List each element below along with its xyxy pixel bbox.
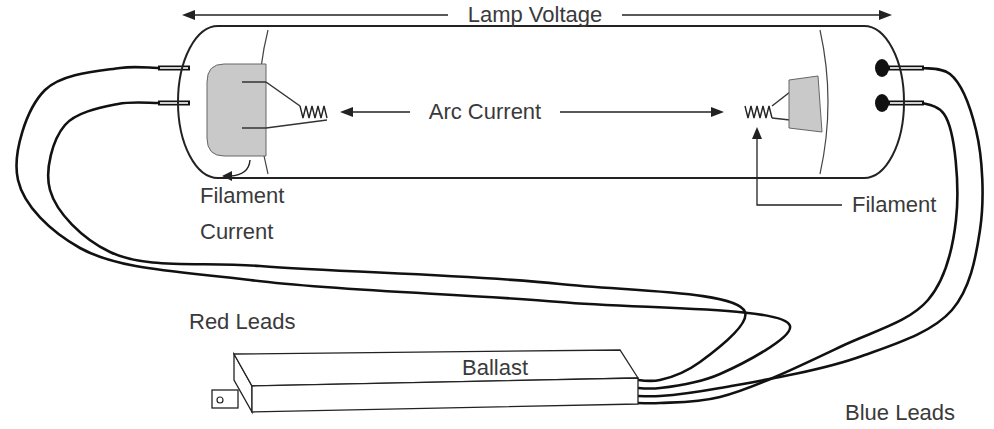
dimension-label: Lamp Voltage bbox=[468, 3, 603, 27]
arrow-head bbox=[340, 107, 353, 117]
node-label: Ballast bbox=[462, 356, 528, 380]
lead-in-wire bbox=[242, 127, 266, 129]
lead-pair bbox=[17, 67, 791, 388]
ballast-box: Ballast bbox=[228, 350, 638, 412]
leader-line bbox=[757, 138, 842, 205]
current-arrow bbox=[230, 160, 250, 176]
lead-in-wire bbox=[266, 120, 327, 128]
arc-arrow bbox=[350, 111, 410, 113]
filament-coil bbox=[300, 106, 327, 118]
node-outline bbox=[228, 350, 638, 412]
arrow-head bbox=[711, 107, 724, 117]
lead-wire bbox=[638, 68, 983, 397]
mounting-hole bbox=[217, 397, 223, 403]
end-cap-seam bbox=[820, 30, 828, 174]
lead-label: Red Leads bbox=[186, 310, 298, 334]
filament-coil bbox=[745, 106, 772, 118]
lead-wire bbox=[48, 102, 745, 380]
lamp-pin-highlight bbox=[160, 67, 188, 69]
lamp-pin-highlight bbox=[160, 102, 188, 104]
mounting-tab bbox=[212, 390, 238, 408]
lead-in-wire bbox=[266, 82, 300, 106]
lamp-pin bbox=[158, 66, 190, 71]
lead-in-wire bbox=[242, 81, 266, 83]
lamp-pin-highlight bbox=[890, 67, 922, 69]
lead-pair bbox=[638, 68, 983, 404]
arrow-head bbox=[222, 171, 232, 181]
pin-socket bbox=[875, 94, 889, 112]
callout-label: Filament bbox=[852, 193, 936, 217]
lamp-tube: Arc Current bbox=[178, 26, 904, 178]
lead-label: Blue Leads bbox=[842, 401, 958, 425]
lamp-pin bbox=[158, 101, 190, 106]
pin-socket bbox=[875, 59, 889, 77]
lead-wire bbox=[638, 102, 957, 403]
arrow-head bbox=[182, 10, 195, 20]
lamp-pin bbox=[884, 66, 924, 71]
filament-base bbox=[789, 76, 822, 132]
arrow-head bbox=[879, 10, 892, 20]
node-label: Arc Current bbox=[429, 100, 541, 124]
lead-wire bbox=[17, 67, 791, 388]
lamp-pin-highlight bbox=[890, 102, 922, 104]
ballast-front bbox=[252, 378, 638, 412]
callout-label: Filament Current bbox=[200, 178, 318, 250]
tube-outline bbox=[178, 26, 904, 178]
arc-arrow bbox=[560, 111, 714, 113]
lead-in-wire bbox=[772, 92, 790, 106]
dimension-line bbox=[622, 14, 882, 16]
lead-in-wire bbox=[772, 118, 790, 120]
dimension-line bbox=[192, 14, 448, 16]
arrow-head bbox=[752, 127, 762, 139]
filament-base bbox=[207, 64, 266, 156]
